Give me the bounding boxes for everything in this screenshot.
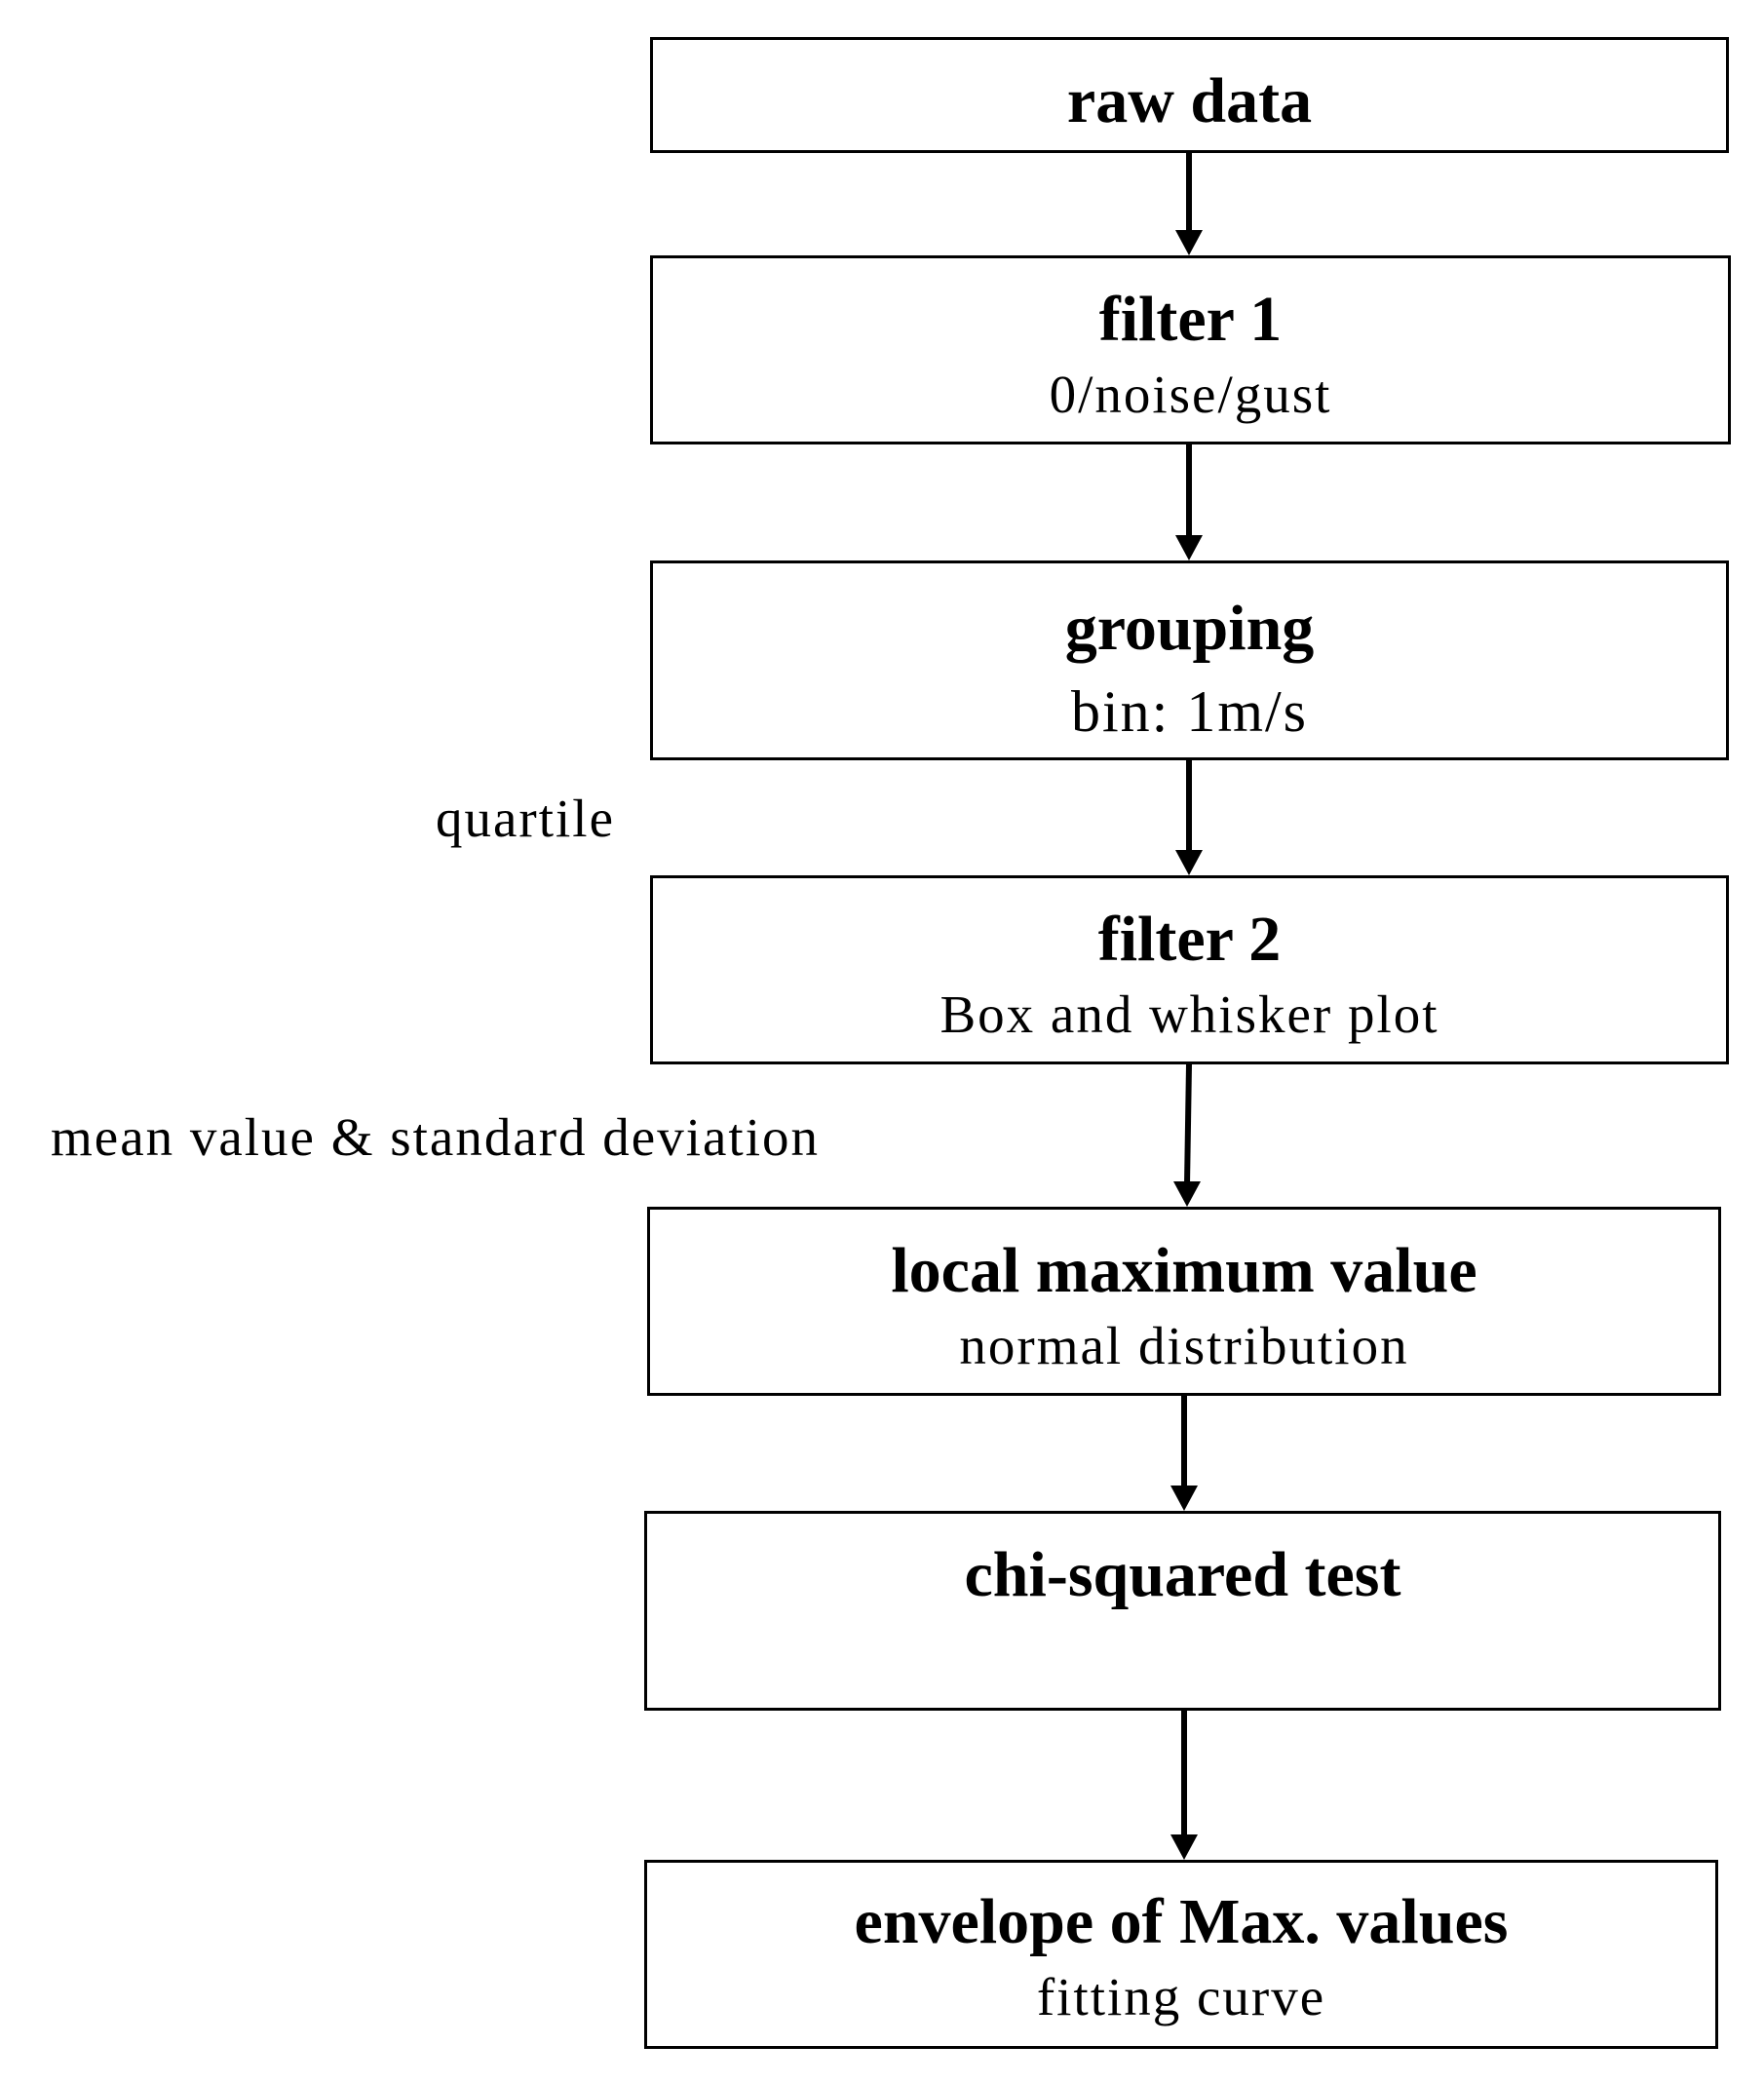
step-envelope-of-max-values: envelope of Max. values fitting curve xyxy=(644,1860,1718,2049)
step-chi-squared-test-title: chi-squared test xyxy=(964,1539,1401,1610)
step-grouping-subtitle: bin: 1m/s xyxy=(1070,679,1309,744)
step-envelope-of-max-values-subtitle: fitting curve xyxy=(1036,1967,1326,2026)
arrow-local-max-to-chi-squared xyxy=(1170,1396,1198,1511)
step-filter1-title: filter 1 xyxy=(1098,284,1283,355)
step-filter2-subtitle: Box and whisker plot xyxy=(940,984,1439,1044)
arrow-filter1-to-grouping xyxy=(1175,444,1203,560)
step-filter2-title: filter 2 xyxy=(1097,904,1282,975)
step-envelope-of-max-values-title: envelope of Max. values xyxy=(854,1886,1509,1957)
arrow-chi-squared-to-envelope xyxy=(1170,1711,1198,1860)
step-grouping-title: grouping xyxy=(1064,593,1315,664)
edge-label-mean-std: mean value & standard deviation xyxy=(51,1107,820,1167)
step-grouping: grouping bin: 1m/s xyxy=(650,560,1729,760)
step-raw-data: raw data xyxy=(650,37,1729,153)
step-filter2: filter 2 Box and whisker plot xyxy=(650,875,1729,1064)
step-local-maximum-value-subtitle: normal distribution xyxy=(959,1316,1409,1375)
step-filter1-subtitle: 0/noise/gust xyxy=(1049,365,1332,424)
step-filter1: filter 1 0/noise/gust xyxy=(650,255,1731,444)
arrow-grouping-to-filter2 xyxy=(1175,760,1203,875)
step-raw-data-title: raw data xyxy=(1066,65,1313,136)
step-local-maximum-value: local maximum value normal distribution xyxy=(647,1207,1721,1396)
step-local-maximum-value-title: local maximum value xyxy=(891,1235,1477,1306)
step-chi-squared-test: chi-squared test xyxy=(644,1511,1721,1711)
edge-label-quartile: quartile xyxy=(436,789,615,848)
arrow-filter2-to-local-max xyxy=(1173,1063,1201,1207)
arrow-raw-data-to-filter1 xyxy=(1175,153,1203,255)
